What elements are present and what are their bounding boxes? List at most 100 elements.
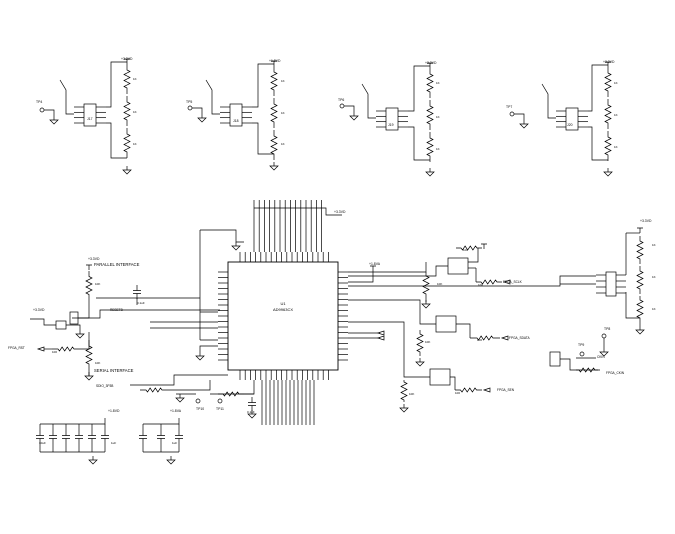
rval-12: 1K [614, 145, 618, 149]
wire-51 [78, 309, 220, 319]
switch-s1 [55, 320, 67, 330]
tp-label-6: TP9 [578, 343, 584, 347]
wire-101 [40, 418, 106, 425]
components [36, 58, 645, 465]
header-j18: J18 [233, 119, 239, 123]
rail-bypass-2: +1.8VA [170, 409, 182, 413]
ground-icon [603, 168, 613, 177]
rval-16: 10K [437, 282, 442, 286]
ground-icon [166, 456, 176, 465]
wire-2 [106, 122, 127, 159]
wire-72 [456, 323, 471, 338]
ground-icon [75, 330, 85, 339]
resistor [52, 346, 80, 352]
jumper-j7 [69, 311, 79, 325]
wire-31 [200, 229, 244, 243]
ground-icon [415, 358, 425, 367]
wire-7 [205, 79, 220, 115]
resistor [140, 387, 168, 393]
net-flag-icon [500, 335, 509, 341]
wire-12 [514, 113, 525, 120]
resistor [476, 279, 502, 285]
capacitor [36, 430, 44, 444]
net-flag-icon [376, 335, 385, 341]
rval-10: 1K [614, 81, 618, 85]
power-rail-icon [605, 61, 611, 67]
ground-icon [421, 300, 431, 309]
ground-icon [88, 456, 98, 465]
cval-5: 1uF [172, 441, 177, 445]
wire-3 [59, 79, 74, 115]
header-connector [565, 107, 579, 131]
test-point-icon [39, 107, 45, 113]
rail-left: +3.3VD [88, 257, 100, 261]
rail-reset: +3.3VD [33, 308, 45, 312]
net-flag-icon [376, 330, 385, 336]
resistor [85, 340, 93, 370]
wire-68 [468, 248, 479, 263]
wire-8 [344, 105, 355, 112]
header-j17: J17 [87, 117, 93, 121]
resistor [604, 131, 612, 161]
rval-22: 100 [455, 391, 460, 395]
rval-19: 100 [463, 248, 468, 252]
ground-icon [49, 116, 59, 125]
wire-15 [541, 83, 556, 119]
test-point-icon [601, 333, 607, 339]
test-point-icon [579, 351, 585, 357]
capacitor [248, 397, 256, 411]
ground-icon [197, 114, 207, 123]
ground-icon [635, 326, 645, 335]
buffer-u2 [447, 257, 469, 275]
resistor [123, 128, 131, 158]
capacitor [88, 430, 96, 444]
ground-icon [122, 166, 132, 175]
net-resetb: RESETB [110, 308, 123, 312]
tp-label-8: TP11 [216, 407, 224, 411]
wire-65 [348, 262, 427, 273]
capacitor [133, 285, 141, 299]
rail-center: +3.3VD [334, 210, 346, 214]
resistor [218, 391, 244, 397]
resistor [270, 98, 278, 128]
wire-10 [408, 126, 430, 161]
power-rail-icon [86, 264, 92, 270]
ground-icon [399, 404, 409, 413]
ic-part: AD9963CX [273, 307, 293, 312]
capacitor [101, 430, 109, 444]
ic-ref: U1 [280, 301, 286, 306]
rval-13: 10K [95, 282, 100, 286]
header-j20: J20 [567, 123, 573, 127]
rval-4: 1K [281, 79, 285, 83]
rval-1: 1K [133, 77, 137, 81]
rval-18: 10K [409, 392, 414, 396]
rval-15: 100 [52, 350, 57, 354]
net-flag-icon [502, 279, 511, 285]
wire-1 [106, 61, 127, 108]
cval-1: 0.1uF [137, 301, 145, 305]
wire-30 [254, 207, 342, 216]
cval-4: 1uF [111, 441, 116, 445]
resistor [416, 330, 424, 356]
ground-icon [599, 348, 609, 357]
wire-73 [348, 321, 430, 378]
header-connector [83, 103, 97, 127]
wire-57 [80, 340, 90, 350]
net-flag-icon [482, 387, 491, 393]
rval-3: 1K [133, 142, 137, 146]
resistor [455, 387, 482, 393]
wire-74 [450, 376, 456, 390]
test-point-icon [339, 103, 345, 109]
wire-55 [66, 324, 81, 330]
tp-label-1: TP4 [36, 100, 42, 104]
rail-right: +3.3VD [640, 219, 652, 223]
net-fpga-sen: FPGA_SEN [497, 388, 515, 392]
resistor [604, 67, 612, 97]
wire-64 [348, 271, 374, 283]
wire-9 [408, 65, 430, 112]
wire-0 [44, 109, 55, 116]
tp-label-2: TP5 [186, 100, 192, 104]
power-rail-icon [124, 58, 130, 64]
power-rail-icon [370, 265, 376, 271]
net-flag-icon [36, 346, 45, 352]
